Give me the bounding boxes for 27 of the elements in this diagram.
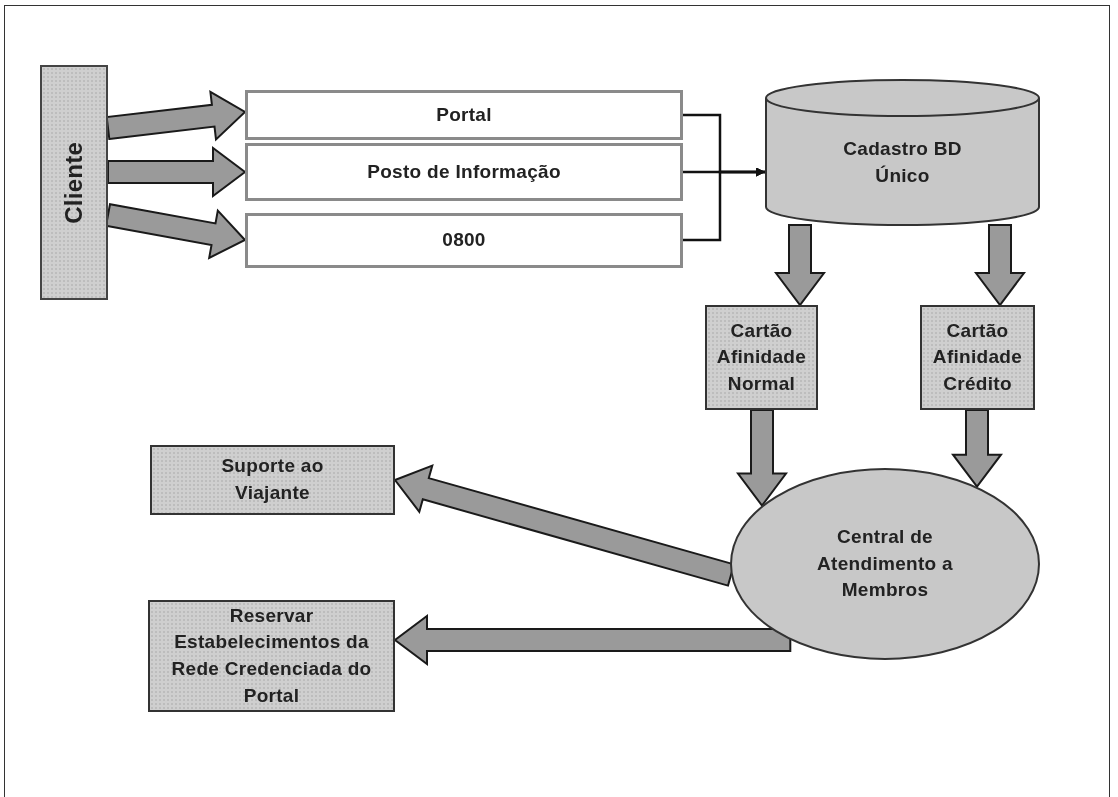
node-label: Suporte ao Viajante	[220, 454, 325, 505]
client-bar	[40, 65, 108, 300]
block-arrow	[107, 146, 247, 198]
block-arrow	[393, 614, 792, 666]
node-label: Portal	[435, 102, 493, 127]
block-arrow	[951, 409, 1003, 489]
block-arrow	[736, 409, 788, 508]
block-arrow	[774, 224, 826, 307]
node-label: Cartão Afinidade Normal	[715, 318, 808, 396]
database-cylinder	[765, 80, 1040, 225]
channel-box	[245, 143, 683, 201]
block-arrow	[974, 224, 1026, 307]
node-label: Central de Atendimento a Membros	[816, 525, 954, 603]
node-label: Reservar Estabelecimentos da Rede Credenciada do Portal	[170, 603, 373, 708]
process-box	[705, 305, 818, 410]
channel-box	[245, 213, 683, 268]
node-label: Cliente	[59, 140, 89, 226]
arrow	[683, 167, 765, 242]
process-box	[150, 445, 395, 515]
process-box	[920, 305, 1035, 410]
node-label: Cadastro BD Único	[842, 136, 963, 188]
service-ellipse	[730, 468, 1040, 660]
process-box	[148, 600, 395, 712]
node-label: Posto de Informação	[366, 159, 562, 184]
node-label: 0800	[441, 228, 487, 253]
node-label: Cartão Afinidade Crédito	[931, 318, 1024, 396]
block-arrow	[105, 90, 247, 142]
